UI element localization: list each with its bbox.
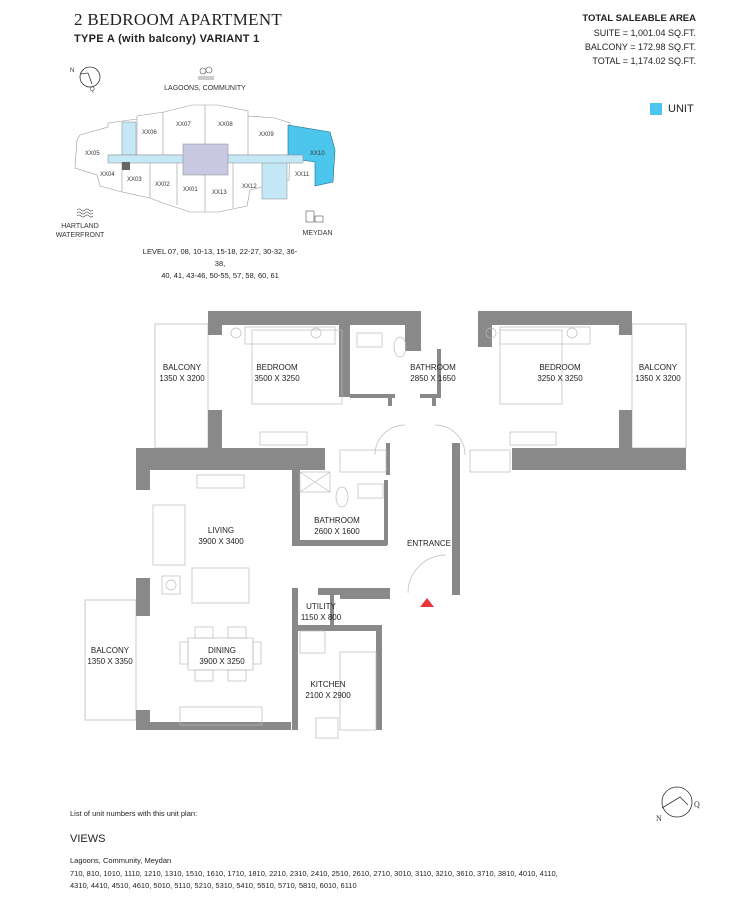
room-name: BALCONY	[90, 646, 130, 655]
levels-line2: 40, 41, 43-46, 50-55, 57, 58, 60, 61	[161, 271, 279, 280]
room-balcony-left: BALCONY 1350 X 3200	[159, 362, 204, 384]
legend-label: UNIT	[668, 103, 694, 115]
unit-numbers-line2: 4310, 4410, 4510, 4610, 5010, 5110, 5210…	[70, 881, 357, 890]
unit-xx09: XX09	[259, 132, 274, 138]
area-suite: SUITE = 1,001.04 SQ.FT.	[593, 28, 696, 38]
levels-line1: LEVEL 07, 08, 10-13, 15-18, 22-27, 30-32…	[142, 247, 298, 268]
room-dim: 1150 X 800	[300, 613, 342, 622]
page-title: 2 BEDROOM APARTMENT	[74, 10, 283, 29]
area-heading: TOTAL SALEABLE AREA	[582, 13, 696, 24]
unit-numbers-line1: 710, 810, 1010, 1110, 1210, 1310, 1510, …	[70, 869, 558, 878]
room-utility: UTILITY 1150 X 800	[301, 601, 341, 623]
entrance-marker-icon	[420, 598, 434, 607]
buildings-icon	[305, 210, 324, 223]
room-bedroom-2: BEDROOM 3250 X 3250	[537, 362, 582, 384]
room-dim: 3900 X 3400	[198, 537, 244, 546]
room-dim: 3500 X 3250	[254, 374, 300, 383]
hartland-line2: WATERFRONT	[55, 232, 105, 239]
room-kitchen: KITCHEN 2100 X 2900	[305, 679, 350, 701]
compass-bottom-n: N	[656, 814, 662, 823]
unit-xx04: XX04	[100, 172, 115, 178]
room-bedroom-1: BEDROOM 3500 X 3250	[254, 362, 299, 384]
room-bathroom-2: BATHROOM 2600 X 1600	[314, 515, 360, 537]
views-value: Lagoons, Community, Meydan	[70, 856, 172, 865]
saleable-area: TOTAL SALEABLE AREA SUITE = 1,001.04 SQ.…	[582, 12, 696, 68]
compass-bottom-icon	[661, 786, 693, 818]
unit-xx07: XX07	[176, 122, 191, 128]
key-plan	[74, 66, 336, 223]
room-dining: DINING 3900 X 3250	[199, 645, 244, 667]
room-name: BALCONY	[638, 363, 678, 372]
room-dim: 2850 X 1650	[410, 374, 456, 383]
room-dim: 3900 X 3250	[199, 657, 245, 666]
room-name: DINING	[208, 646, 236, 655]
unit-xx10: XX10	[310, 151, 325, 157]
room-balcony-right: BALCONY 1350 X 3200	[635, 362, 680, 384]
furniture	[152, 326, 591, 739]
walls	[136, 311, 686, 730]
compass-q: Q	[90, 87, 95, 93]
core	[182, 143, 229, 176]
room-name: BALCONY	[162, 363, 202, 372]
room-dim: 1350 X 3200	[159, 374, 205, 383]
waves-icon	[76, 208, 94, 218]
room-name: BEDROOM	[256, 363, 298, 372]
room-name: BATHROOM	[410, 363, 456, 372]
room-living: LIVING 3900 X 3400	[198, 525, 243, 547]
legend-swatch	[650, 103, 662, 115]
room-dim: 1350 X 3200	[635, 374, 681, 383]
view-label-hartland: HARTLAND WATERFRONT	[50, 222, 110, 240]
view-label-meydan: MEYDAN	[302, 230, 333, 237]
hartland-line1: HARTLAND	[61, 223, 99, 230]
compass-icon	[79, 66, 101, 88]
room-dim: 1350 X 3350	[87, 657, 133, 666]
unit-xx02: XX02	[155, 182, 170, 188]
room-balcony-bottom: BALCONY 1350 X 3350	[87, 645, 132, 667]
room-name: BEDROOM	[539, 363, 581, 372]
room-name: LIVING	[207, 526, 235, 535]
page-subtitle: TYPE A (with balcony) VARIANT 1	[74, 33, 260, 45]
views-heading: VIEWS	[70, 833, 106, 845]
compass-n: N	[70, 68, 75, 74]
room-name: KITCHEN	[310, 680, 346, 689]
room-dim: 2600 X 1600	[314, 527, 360, 536]
entrance-label: ENTRANCE	[406, 539, 452, 548]
unit-xx12: XX12	[242, 184, 257, 190]
unit-xx03: XX03	[127, 177, 142, 183]
room-name: UTILITY	[306, 602, 336, 611]
levels-list: LEVEL 07, 08, 10-13, 15-18, 22-27, 30-32…	[140, 246, 300, 282]
unit-xx08: XX08	[218, 122, 233, 128]
unit-xx05: XX05	[85, 151, 100, 157]
area-total: TOTAL = 1,174.02 SQ.FT.	[592, 56, 696, 66]
legend: UNIT	[650, 103, 694, 115]
room-name: BATHROOM	[314, 516, 360, 525]
unit-list-label: List of unit numbers with this unit plan…	[70, 809, 198, 818]
compass-bottom-q: Q	[694, 800, 700, 809]
room-bathroom-1: BATHROOM 2850 X 1650	[410, 362, 456, 384]
unit-xx11: XX11	[295, 172, 310, 178]
room-dim: 3250 X 3250	[537, 374, 583, 383]
unit-numbers: 710, 810, 1010, 1110, 1210, 1310, 1510, …	[70, 868, 590, 892]
view-label-lagoons: LAGOONS, COMMUNITY	[164, 85, 246, 92]
park-icon	[198, 66, 214, 80]
area-balcony: BALCONY = 172.98 SQ.FT.	[584, 42, 696, 52]
unit-xx01: XX01	[183, 187, 198, 193]
unit-xx13: XX13	[212, 190, 227, 196]
unit-xx06: XX06	[142, 130, 157, 136]
room-dim: 2100 X 2900	[305, 691, 351, 700]
